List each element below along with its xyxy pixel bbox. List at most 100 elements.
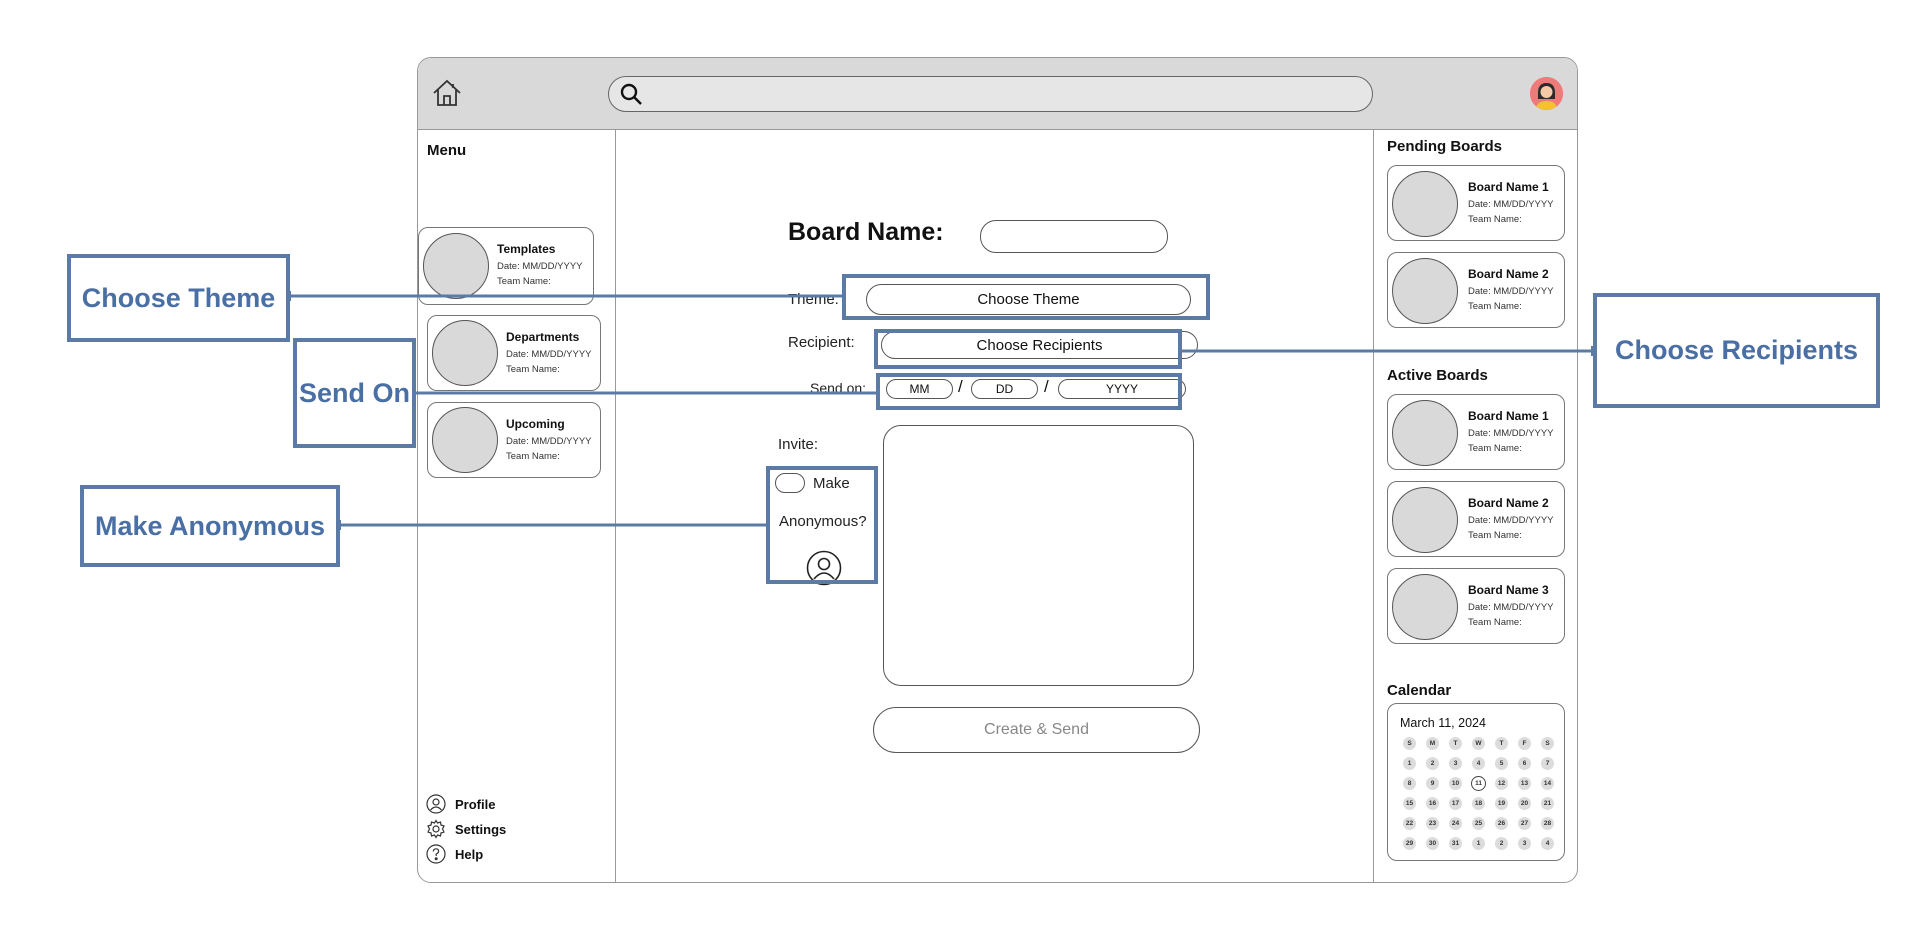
calendar-day[interactable]: 23 — [1421, 817, 1444, 830]
calendar-day[interactable]: 27 — [1513, 817, 1536, 830]
calendar-day[interactable]: 30 — [1421, 837, 1444, 850]
highlight-theme — [842, 274, 1210, 320]
calendar-day-number: 16 — [1426, 797, 1439, 810]
menu-item-templates[interactable]: Templates Date: MM/DD/YYYY Team Name: — [418, 227, 594, 305]
active-board-card[interactable]: Board Name 1 Date: MM/DD/YYYY Team Name: — [1387, 394, 1565, 470]
calendar-day[interactable]: 24 — [1444, 817, 1467, 830]
home-icon[interactable] — [430, 76, 464, 110]
calendar-day-number: 28 — [1541, 817, 1554, 830]
calendar-day[interactable]: 17 — [1444, 797, 1467, 810]
calendar-day[interactable]: 4 — [1536, 837, 1559, 850]
calendar-weekday-label: S — [1403, 737, 1416, 750]
calendar-day[interactable]: 3 — [1444, 757, 1467, 770]
calendar-day[interactable]: 12 — [1490, 777, 1513, 790]
anonymous-toggle[interactable] — [775, 473, 805, 493]
calendar-day-number: 4 — [1541, 837, 1554, 850]
calendar-day-number: 10 — [1449, 777, 1462, 790]
calendar-day[interactable]: 22 — [1398, 817, 1421, 830]
calendar-day[interactable]: 4 — [1467, 757, 1490, 770]
active-board-card[interactable]: Board Name 3 Date: MM/DD/YYYY Team Name: — [1387, 568, 1565, 644]
calendar-day[interactable]: 15 — [1398, 797, 1421, 810]
calendar-day[interactable]: 10 — [1444, 777, 1467, 790]
user-outline-icon — [806, 550, 842, 586]
calendar-day-number: 2 — [1495, 837, 1508, 850]
calendar-day[interactable]: 16 — [1421, 797, 1444, 810]
board-team: Team Name: — [1468, 617, 1522, 628]
calendar-day-number: 6 — [1518, 757, 1531, 770]
date-separator: / — [958, 377, 963, 396]
board-date: Date: MM/DD/YYYY — [1468, 428, 1554, 439]
calendar-day-number: 1 — [1403, 757, 1416, 770]
callout-send-on: Send On — [293, 338, 416, 448]
menu-item-date: Date: MM/DD/YYYY — [506, 436, 592, 447]
search-bar[interactable] — [608, 76, 1373, 112]
choose-theme-button[interactable]: Choose Theme — [866, 284, 1191, 315]
sidebar-item-label: Help — [455, 846, 484, 862]
anonymous-label: Anonymous? — [779, 513, 867, 530]
create-send-button[interactable]: Create & Send — [873, 707, 1200, 753]
board-title: Board Name 2 — [1468, 267, 1549, 281]
highlight-recipients — [874, 329, 1182, 369]
calendar-day[interactable]: 26 — [1490, 817, 1513, 830]
calendar-day[interactable]: 6 — [1513, 757, 1536, 770]
invite-textarea[interactable] — [883, 425, 1194, 686]
recipient-label: Recipient: — [788, 334, 855, 351]
calendar-day[interactable]: 29 — [1398, 837, 1421, 850]
calendar-day-number: 25 — [1472, 817, 1485, 830]
calendar-weekday: T — [1444, 737, 1467, 750]
calendar-day[interactable]: 13 — [1513, 777, 1536, 790]
calendar-day[interactable]: 1 — [1467, 837, 1490, 850]
calendar-day[interactable]: 8 — [1398, 777, 1421, 790]
board-team: Team Name: — [1468, 301, 1522, 312]
send-month-input[interactable]: MM — [886, 379, 953, 399]
calendar-day[interactable]: 20 — [1513, 797, 1536, 810]
calendar-day-number: 22 — [1403, 817, 1416, 830]
calendar-day-number: 14 — [1541, 777, 1554, 790]
calendar-day[interactable]: 14 — [1536, 777, 1559, 790]
calendar-day[interactable]: 19 — [1490, 797, 1513, 810]
app-window: Menu Templates Date: MM/DD/YYYY Team Nam… — [417, 57, 1578, 883]
calendar-day[interactable]: 1 — [1398, 757, 1421, 770]
calendar-weekday-label: T — [1449, 737, 1462, 750]
active-board-card[interactable]: Board Name 2 Date: MM/DD/YYYY Team Name: — [1387, 481, 1565, 557]
calendar-day-number: 18 — [1472, 797, 1485, 810]
calendar-weekday: T — [1490, 737, 1513, 750]
board-date: Date: MM/DD/YYYY — [1468, 286, 1554, 297]
calendar-day[interactable]: 31 — [1444, 837, 1467, 850]
pending-board-card[interactable]: Board Name 2 Date: MM/DD/YYYY Team Name: — [1387, 252, 1565, 328]
sidebar-item-profile[interactable]: Profile — [426, 793, 495, 815]
pending-board-card[interactable]: Board Name 1 Date: MM/DD/YYYY Team Name: — [1387, 165, 1565, 241]
callout-make-anonymous: Make Anonymous — [80, 485, 340, 567]
calendar-day-number: 17 — [1449, 797, 1462, 810]
user-avatar[interactable] — [1530, 77, 1563, 110]
sidebar-item-help[interactable]: Help — [426, 843, 483, 865]
calendar-day[interactable]: 11 — [1467, 776, 1490, 791]
calendar-day[interactable]: 7 — [1536, 757, 1559, 770]
menu-item-departments[interactable]: Departments Date: MM/DD/YYYY Team Name: — [427, 315, 601, 391]
calendar-day[interactable]: 18 — [1467, 797, 1490, 810]
sidebar-item-label: Profile — [455, 796, 496, 812]
board-team: Team Name: — [1468, 214, 1522, 225]
calendar-day[interactable]: 28 — [1536, 817, 1559, 830]
send-year-input[interactable]: YYYY — [1058, 379, 1186, 399]
board-thumbnail — [1392, 258, 1458, 324]
search-icon — [620, 83, 642, 105]
calendar-day[interactable]: 2 — [1421, 757, 1444, 770]
send-day-input[interactable]: DD — [971, 379, 1038, 399]
board-title: Board Name 2 — [1468, 496, 1549, 510]
board-thumbnail — [1392, 400, 1458, 466]
calendar-day[interactable]: 3 — [1513, 837, 1536, 850]
sidebar-item-label: Settings — [455, 821, 507, 837]
calendar-day[interactable]: 5 — [1490, 757, 1513, 770]
menu-item-upcoming[interactable]: Upcoming Date: MM/DD/YYYY Team Name: — [427, 402, 601, 478]
calendar-day[interactable]: 25 — [1467, 817, 1490, 830]
calendar-day[interactable]: 21 — [1536, 797, 1559, 810]
pending-boards-title: Pending Boards — [1387, 138, 1503, 155]
menu-item-thumbnail — [432, 320, 498, 386]
calendar-day[interactable]: 2 — [1490, 837, 1513, 850]
right-panel: Pending Boards Board Name 1 Date: MM/DD/… — [1373, 130, 1577, 882]
calendar-day[interactable]: 9 — [1421, 777, 1444, 790]
board-name-input[interactable] — [980, 220, 1168, 253]
sidebar-item-settings[interactable]: Settings — [426, 818, 506, 840]
